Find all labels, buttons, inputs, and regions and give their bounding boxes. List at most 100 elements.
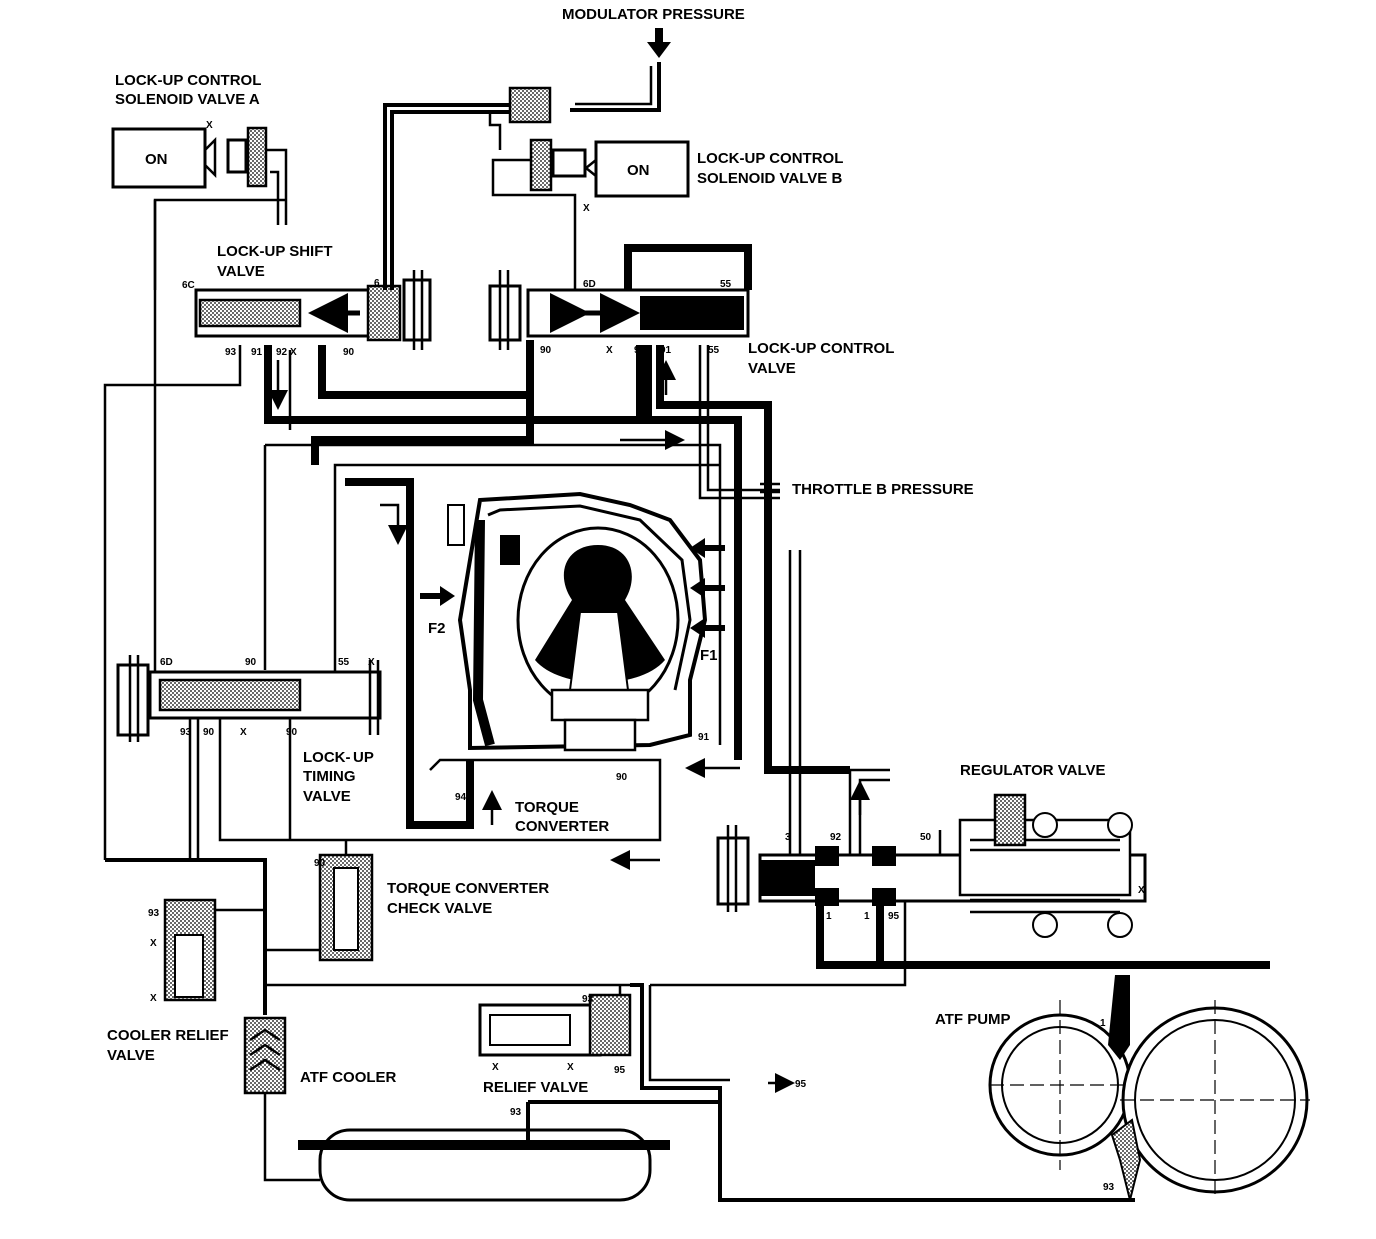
- tc-check-label-1: TORQUE CONVERTER: [387, 880, 549, 897]
- svg-text:91: 91: [698, 732, 710, 743]
- svg-text:90: 90: [245, 657, 257, 668]
- svg-text:X: X: [368, 657, 375, 668]
- solenoid-a-state: ON: [145, 151, 168, 168]
- svg-text:6: 6: [374, 278, 380, 289]
- svg-text:X: X: [290, 347, 297, 358]
- shift-valve-label-1: LOCK-UP SHIFT: [217, 243, 333, 260]
- solenoid-b-state: ON: [627, 162, 650, 179]
- atf-pump: ATF PUMP 1 93: [935, 975, 1310, 1201]
- cooler-relief-label-1: COOLER RELIEF: [107, 1027, 229, 1044]
- f1-label: F1: [700, 647, 718, 664]
- upper-hydraulic-lines: [103, 103, 780, 860]
- atf-cooler-label: ATF COOLER: [300, 1069, 397, 1086]
- svg-text:95: 95: [614, 1065, 626, 1076]
- f2-arrow: [420, 586, 455, 606]
- svg-text:6D: 6D: [160, 657, 173, 668]
- misc-ports: X: [290, 347, 297, 358]
- solenoid-a-label-2: SOLENOID VALVE A: [115, 91, 260, 108]
- svg-text:55: 55: [720, 279, 732, 290]
- svg-text:90: 90: [286, 727, 298, 738]
- relief-valve-label: RELIEF VALVE: [483, 1079, 588, 1096]
- tc-housing: [457, 491, 708, 751]
- svg-text:1: 1: [864, 911, 870, 922]
- svg-text:90: 90: [203, 727, 215, 738]
- tc-check-label-2: CHECK VALVE: [387, 900, 492, 917]
- svg-text:93: 93: [180, 727, 192, 738]
- solenoid-b-label-1: LOCK-UP CONTROL: [697, 150, 843, 167]
- regulator-valve: REGULATOR VALVE 3 92 50 X 1 1 95: [650, 550, 1270, 987]
- svg-text:55: 55: [338, 657, 350, 668]
- timing-valve-label-2: UP: [353, 749, 374, 766]
- solenoid-a-box: [111, 127, 207, 189]
- modulator-pressure-label: MODULATOR PRESSURE: [562, 6, 745, 23]
- svg-text:3: 3: [785, 832, 791, 843]
- svg-text:95: 95: [888, 911, 900, 922]
- relief-valve: 93 X X 95 RELIEF VALVE 95: [478, 983, 1135, 1202]
- solenoid-a-label-1: LOCK-UP CONTROL: [115, 72, 261, 89]
- modulator-arrow: [647, 28, 671, 58]
- timing-valve-label-3: TIMING: [303, 768, 356, 785]
- svg-text:X: X: [492, 1062, 499, 1073]
- svg-text:93: 93: [510, 1107, 522, 1118]
- svg-text:90: 90: [616, 772, 628, 783]
- svg-text:1: 1: [826, 911, 832, 922]
- f1-arrow-2: [690, 578, 725, 598]
- svg-text:92: 92: [276, 347, 288, 358]
- svg-text:92: 92: [830, 832, 842, 843]
- svg-text:X: X: [150, 993, 157, 1004]
- solenoid-b-label-2: SOLENOID VALVE B: [697, 170, 842, 187]
- lockup-control-valve: LOCK-UP CONTROL VALVE 6D 55 90 X 96 91 5…: [488, 244, 894, 395]
- tc-label-2: CONVERTER: [515, 818, 609, 835]
- svg-text:X: X: [240, 727, 247, 738]
- svg-text:90: 90: [314, 858, 326, 869]
- svg-text:90: 90: [343, 347, 355, 358]
- timing-valve-label-4: VALVE: [303, 788, 351, 805]
- lockup-timing-valve: 6D 90 55 X 93 90 X 90 LOCK- UP TIMING VA…: [116, 200, 720, 860]
- svg-text:1: 1: [1100, 1018, 1106, 1029]
- svg-text:91: 91: [251, 347, 263, 358]
- cooler-relief-label-2: VALVE: [107, 1047, 155, 1064]
- svg-text:X: X: [1138, 885, 1145, 896]
- svg-text:X: X: [606, 345, 613, 356]
- svg-text:93: 93: [148, 908, 160, 919]
- tc-check-valve: TORQUE CONVERTER CHECK VALVE 90: [314, 840, 549, 962]
- f1-arrow-1: [690, 538, 725, 558]
- f1-arrow-3: [690, 618, 725, 638]
- svg-text:91: 91: [660, 345, 672, 356]
- svg-text:93: 93: [225, 347, 237, 358]
- atf-strainer: 93: [298, 1100, 722, 1202]
- control-valve-label-2: VALVE: [748, 360, 796, 377]
- atf-cooler-box: [243, 1016, 287, 1095]
- lockup-shift-valve: LOCK-UP SHIFT VALVE 6C 6 93 91 92 90: [182, 243, 432, 358]
- solenoid-b-box: [594, 140, 690, 198]
- svg-text:X: X: [150, 938, 157, 949]
- atf-pump-label: ATF PUMP: [935, 1011, 1011, 1028]
- svg-text:X: X: [206, 120, 213, 131]
- tc-label-1: TORQUE: [515, 799, 579, 816]
- svg-text:50: 50: [920, 832, 932, 843]
- modulator-input: MODULATOR PRESSURE: [562, 6, 745, 112]
- timing-valve-label-1: LOCK-: [303, 749, 351, 766]
- svg-text:6D: 6D: [583, 279, 596, 290]
- svg-text:X: X: [583, 203, 590, 214]
- svg-text:94: 94: [455, 792, 467, 803]
- svg-text:6C: 6C: [182, 280, 195, 291]
- svg-text:95: 95: [795, 1079, 807, 1090]
- throttle-b-input: THROTTLE B PRESSURE: [760, 481, 974, 498]
- solenoid-valve-b: LOCK-UP CONTROL SOLENOID VALVE B ON X: [488, 86, 843, 260]
- regulator-valve-label: REGULATOR VALVE: [960, 762, 1106, 779]
- svg-text:90: 90: [540, 345, 552, 356]
- cooler-circuit: 93 X X COOLER RELIEF VALVE ATF COOLER: [105, 858, 640, 1182]
- solenoid-valve-a: LOCK-UP CONTROL SOLENOID VALVE A ON X: [111, 72, 288, 225]
- throttle-b-label: THROTTLE B PRESSURE: [792, 481, 974, 498]
- torque-converter: F1 F2 TORQUE CONVERTER 91 94 90: [218, 478, 740, 870]
- svg-text:93: 93: [1103, 1182, 1115, 1193]
- shift-valve-label-2: VALVE: [217, 263, 265, 280]
- svg-text:X: X: [567, 1062, 574, 1073]
- svg-text:93: 93: [582, 994, 594, 1005]
- f2-label: F2: [428, 620, 446, 637]
- control-valve-label-1: LOCK-UP CONTROL: [748, 340, 894, 357]
- svg-text:55: 55: [708, 345, 720, 356]
